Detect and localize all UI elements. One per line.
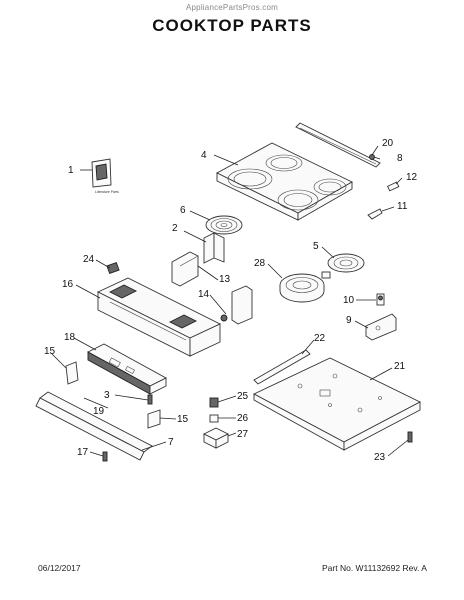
part-25-nut xyxy=(209,397,219,408)
callout-5: 5 xyxy=(313,241,319,252)
callout-9: 9 xyxy=(346,315,352,326)
part-23-screw xyxy=(407,431,413,443)
callout-10: 10 xyxy=(343,295,355,306)
callout-4: 4 xyxy=(201,150,207,161)
callout-2: 2 xyxy=(172,223,178,234)
part-8-bumper xyxy=(369,154,375,160)
part-2-bracket xyxy=(203,232,225,264)
callout-8: 8 xyxy=(397,153,403,164)
callout-16: 16 xyxy=(62,279,74,290)
part-24-bracket xyxy=(106,261,120,275)
part-14-bracket xyxy=(220,285,253,325)
callout-1: 1 xyxy=(68,165,74,176)
callout-24: 24 xyxy=(83,254,95,265)
callout-28: 28 xyxy=(254,258,266,269)
part-28-surface-element xyxy=(279,271,331,303)
leader-lines xyxy=(51,145,409,457)
part-7-control-trim xyxy=(35,391,153,461)
callout-25: 25 xyxy=(237,391,249,402)
callout-11: 11 xyxy=(397,201,408,212)
footer-date: 06/12/2017 xyxy=(38,563,81,573)
part-11-clip xyxy=(367,208,383,220)
part-4-cooktop-glass xyxy=(216,142,353,221)
part-17-screw xyxy=(102,451,108,462)
part-10-connector xyxy=(376,293,385,306)
part-6-surface-element xyxy=(205,215,243,235)
callout-22: 22 xyxy=(314,333,326,344)
callout-12: 12 xyxy=(406,172,418,183)
callout-20: 20 xyxy=(382,138,394,149)
part-3-screw xyxy=(147,394,153,405)
callout-13: 13 xyxy=(219,274,231,285)
part-9-bracket xyxy=(365,313,397,341)
part-1-literature: Literature Parts xyxy=(91,158,119,194)
part-27-base xyxy=(202,427,230,449)
callout-15-right: 15 xyxy=(177,414,189,425)
callout-26: 26 xyxy=(237,413,249,424)
part-13-bracket xyxy=(171,251,199,287)
callout-27: 27 xyxy=(237,429,249,440)
part-22-strip xyxy=(253,349,311,385)
callout-3: 3 xyxy=(104,390,110,401)
footer-part-number: Part No. W11132692 Rev. A xyxy=(322,563,427,573)
part-21-burner-box xyxy=(252,357,421,451)
part-16-control-housing xyxy=(96,277,222,357)
callout-15-left: 15 xyxy=(44,346,56,357)
callout-6: 6 xyxy=(180,205,186,216)
callout-21: 21 xyxy=(394,361,406,372)
callout-23: 23 xyxy=(374,452,386,463)
part-15-hinge-right xyxy=(147,409,161,429)
literature-label: Literature Parts xyxy=(95,190,119,194)
part-5-surface-element xyxy=(327,253,365,273)
page-title: COOKTOP PARTS xyxy=(152,16,312,35)
callout-18: 18 xyxy=(64,332,76,343)
callout-19: 19 xyxy=(93,406,105,417)
callout-labels: 20 4 8 1 12 6 11 2 5 24 28 13 16 14 10 9… xyxy=(44,138,418,463)
callout-14: 14 xyxy=(198,289,210,300)
site-watermark: AppliancePartsPros.com xyxy=(186,3,278,12)
callout-17: 17 xyxy=(77,447,89,458)
part-15-hinge-left xyxy=(65,361,79,385)
part-12-screw xyxy=(387,181,400,192)
part-26-spacer xyxy=(209,414,219,423)
part-18-control-board xyxy=(87,343,167,395)
part-20-rear-trim xyxy=(295,122,381,168)
callout-7: 7 xyxy=(168,437,174,448)
